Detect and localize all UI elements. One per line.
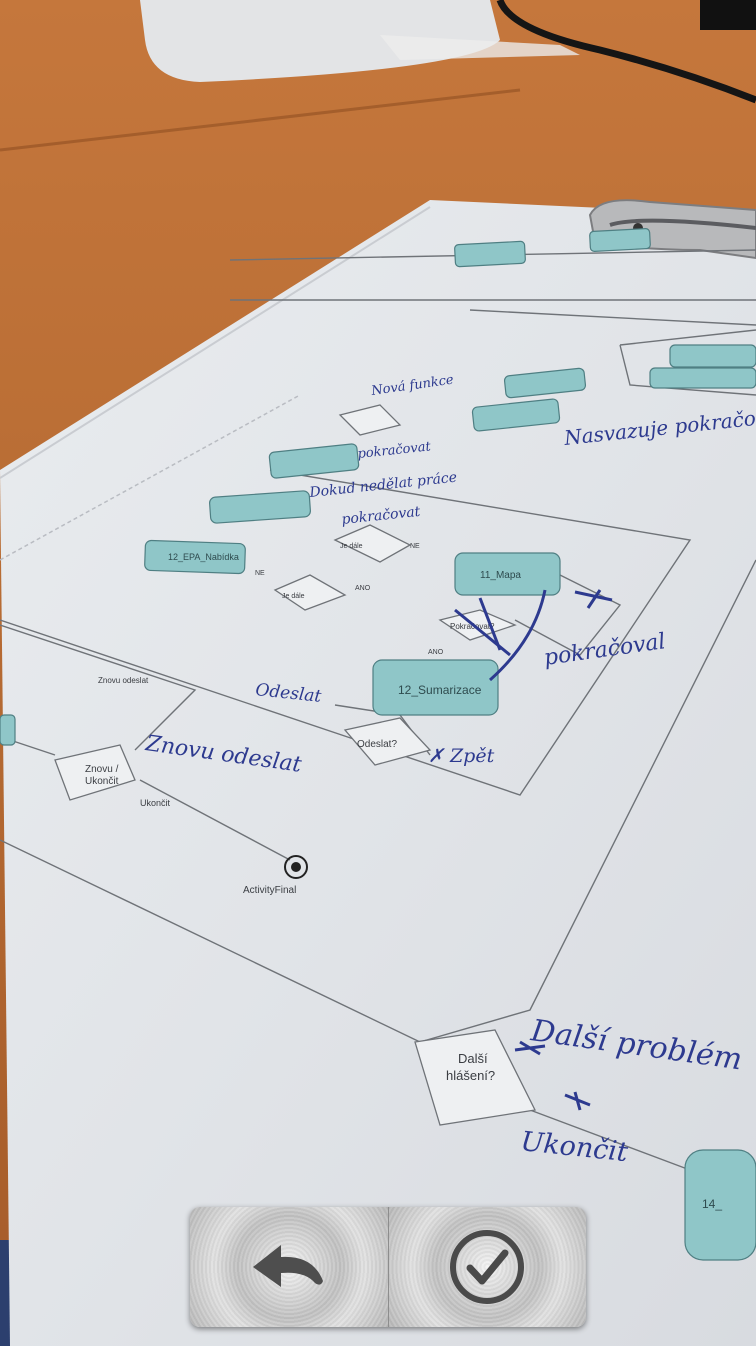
svg-text:ANO: ANO xyxy=(428,649,444,656)
cable xyxy=(496,0,756,104)
svg-text:Znovu odeslat: Znovu odeslat xyxy=(98,676,149,685)
svg-text:12_Sumarizace: 12_Sumarizace xyxy=(398,683,482,697)
paper-sheet xyxy=(0,200,756,1346)
svg-text:Je dále: Je dále xyxy=(340,543,363,550)
svg-text:Pokračovat?: Pokračovat? xyxy=(450,622,495,631)
svg-text:Ukončit: Ukončit xyxy=(140,798,171,808)
svg-text:✗ Zpět: ✗ Zpět xyxy=(428,745,495,767)
confirm-button[interactable] xyxy=(387,1207,586,1327)
svg-text:hlášení?: hlášení? xyxy=(446,1068,495,1083)
svg-text:Odeslat?: Odeslat? xyxy=(357,739,397,750)
check-circle-icon xyxy=(450,1230,525,1304)
svg-text:Je dále: Je dále xyxy=(282,593,305,600)
activity-final-node xyxy=(284,855,308,879)
svg-text:Znovu /: Znovu / xyxy=(85,764,119,775)
svg-text:ActivityFinal: ActivityFinal xyxy=(243,885,296,896)
retake-button[interactable] xyxy=(190,1207,388,1327)
svg-text:Další: Další xyxy=(458,1051,488,1066)
undo-arrow-icon xyxy=(252,1245,323,1287)
svg-text:NE: NE xyxy=(410,543,420,550)
svg-text:11_Mapa: 11_Mapa xyxy=(480,570,521,581)
review-toolbar xyxy=(190,1207,586,1327)
white-device xyxy=(140,0,500,82)
svg-text:Ukončit: Ukončit xyxy=(85,776,119,787)
svg-text:NE: NE xyxy=(255,570,265,577)
svg-text:ANO: ANO xyxy=(355,585,371,592)
svg-text:14_: 14_ xyxy=(702,1197,722,1211)
svg-text:12_EPA_Nabídka: 12_EPA_Nabídka xyxy=(168,552,239,562)
